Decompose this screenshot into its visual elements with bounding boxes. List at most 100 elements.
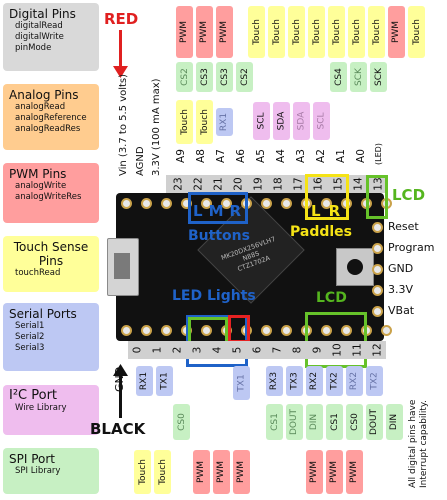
pin-number: 21 bbox=[212, 177, 225, 191]
pin-pad bbox=[141, 325, 152, 336]
analog-label: A1 bbox=[334, 149, 347, 163]
pin-number: 7 bbox=[271, 346, 284, 354]
interrupt-note: All digital pins have Interrupt capabili… bbox=[408, 399, 429, 488]
reset-label: Reset bbox=[388, 220, 419, 233]
pin-pad bbox=[161, 325, 172, 336]
legend-title: Touch Sense Pins bbox=[13, 240, 89, 268]
red-wire-label: RED bbox=[104, 10, 139, 28]
tag-pwm: PWM bbox=[216, 6, 233, 58]
tag-i2c: SCL bbox=[313, 102, 330, 140]
tag-serial: TX1 bbox=[156, 366, 173, 396]
tag-pwm: PWM bbox=[388, 6, 405, 58]
legend-item: Serial1 bbox=[15, 321, 45, 331]
tag-serial: RX3 bbox=[266, 366, 283, 396]
tag-pwm: PWM bbox=[176, 6, 193, 58]
analog-label: A9 bbox=[174, 149, 187, 163]
pin-pad bbox=[141, 198, 152, 209]
legend-item: digitalWrite bbox=[15, 32, 64, 42]
legend-item: Serial2 bbox=[15, 332, 45, 342]
pin-pad bbox=[372, 222, 383, 233]
legend-item: analogReadRes bbox=[15, 124, 81, 134]
tag-spi: DIN bbox=[306, 404, 323, 440]
tag-touch: Touch bbox=[328, 6, 345, 58]
pin-pad bbox=[121, 325, 132, 336]
pin-number: 2 bbox=[171, 346, 184, 354]
usb-port bbox=[107, 238, 139, 296]
tag-serial: RX2 bbox=[346, 366, 363, 396]
pin-pad bbox=[261, 198, 272, 209]
tag-spi: DIN bbox=[386, 404, 403, 440]
tag-serial: TX2 bbox=[366, 366, 383, 396]
analog-label: A5 bbox=[254, 149, 267, 163]
pin-number: 6 bbox=[251, 346, 264, 354]
pin-number: 0 bbox=[131, 346, 144, 354]
tag-serial: TX3 bbox=[286, 366, 303, 396]
gnd-label: GND bbox=[113, 366, 126, 392]
legend-item: SPI Library bbox=[15, 466, 61, 476]
tag-touch: Touch bbox=[308, 6, 325, 58]
pin-pad bbox=[341, 325, 352, 336]
paddles-box bbox=[305, 174, 349, 220]
legend-item: analogWriteRes bbox=[15, 192, 82, 202]
tag-spi: SCK bbox=[370, 62, 387, 92]
pin-pad bbox=[281, 198, 292, 209]
tag-touch: Touch bbox=[154, 450, 171, 494]
pin-pad bbox=[372, 264, 383, 275]
led-lights-label: LED Lights bbox=[172, 288, 256, 304]
legend-title: Serial Ports bbox=[9, 307, 77, 321]
tag-spi: SCK bbox=[350, 62, 367, 92]
legend-serial-ports: Serial Ports Serial1 Serial2 Serial3 bbox=[3, 303, 99, 371]
tag-pwm: PWM bbox=[326, 450, 343, 494]
tag-serial: RX1 bbox=[216, 108, 233, 136]
tag-touch: Touch bbox=[268, 6, 285, 58]
legend-item: touchRead bbox=[15, 268, 61, 278]
black-arrow-line bbox=[119, 372, 122, 418]
pin-pad bbox=[121, 198, 132, 209]
tag-serial: RX1 bbox=[136, 366, 153, 396]
pin-pad bbox=[161, 198, 172, 209]
tag-i2c: SDA bbox=[293, 102, 310, 140]
legend-item: Serial3 bbox=[15, 343, 45, 353]
tag-touch: Touch bbox=[368, 6, 385, 58]
gnd-right-label: GND bbox=[388, 262, 414, 275]
tag-touch: Touch bbox=[248, 6, 265, 58]
tag-touch: Touch bbox=[196, 100, 213, 144]
legend-item: Wire Library bbox=[15, 403, 67, 413]
legend-touch-pins: Touch Sense Pins touchRead bbox=[3, 236, 99, 292]
tag-spi: CS0 bbox=[173, 404, 190, 440]
led-red-box bbox=[228, 315, 250, 343]
pin-number: 5 bbox=[231, 346, 244, 354]
pin-number: 8 bbox=[291, 346, 304, 354]
pin-pad bbox=[372, 243, 383, 254]
pin-number: 14 bbox=[352, 177, 365, 191]
lcd-bottom-label: LCD bbox=[316, 290, 347, 306]
red-arrow-line bbox=[119, 30, 122, 70]
tag-touch: Touch bbox=[134, 450, 151, 494]
pin-pad bbox=[261, 325, 272, 336]
legend-analog-pins: Analog Pins analogRead analogReference a… bbox=[3, 84, 99, 150]
legend-item: analogWrite bbox=[15, 181, 67, 191]
tag-spi: CS2 bbox=[236, 62, 253, 92]
pin-number: 22 bbox=[192, 177, 205, 191]
tag-pwm: PWM bbox=[196, 6, 213, 58]
tag-pwm: PWM bbox=[306, 450, 323, 494]
analog-label: A3 bbox=[294, 149, 307, 163]
tag-spi: DOUT bbox=[366, 404, 383, 440]
tag-touch: Touch bbox=[176, 100, 193, 144]
legend-item: digitalRead bbox=[15, 21, 63, 31]
bottom-pin-strip bbox=[128, 341, 386, 359]
lcd-bottom-box bbox=[305, 312, 367, 368]
tag-spi: CS1 bbox=[266, 404, 283, 440]
tag-spi: CS3 bbox=[216, 62, 233, 92]
pin-number: 17 bbox=[292, 177, 305, 191]
lcd-top-label: LCD bbox=[392, 186, 426, 204]
pin-pad bbox=[321, 325, 332, 336]
analog-label: A8 bbox=[194, 149, 207, 163]
led-label: (LED) bbox=[373, 143, 383, 165]
tag-serial: TX1 bbox=[233, 366, 250, 400]
pin-pad bbox=[372, 306, 383, 317]
tag-spi: CS4 bbox=[330, 62, 347, 92]
legend-digital-pins: Digital Pins digitalRead digitalWrite pi… bbox=[3, 3, 99, 71]
pin-number: 10 bbox=[331, 343, 344, 357]
tag-pwm: PWM bbox=[213, 450, 230, 494]
